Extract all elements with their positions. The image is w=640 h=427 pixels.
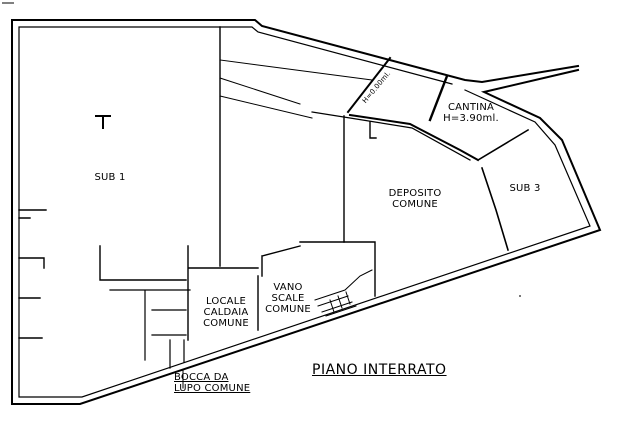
wall-locale bbox=[99, 245, 259, 341]
room-label-bocca: BOCCA DA LUPO COMUNE bbox=[174, 372, 251, 394]
wall-deposito bbox=[343, 115, 376, 297]
wall-cantina-div bbox=[428, 74, 449, 122]
room-label-locale: LOCALE CALDAIA COMUNE bbox=[203, 296, 249, 329]
room-label-cantina: CANTINA H=3.90ml. bbox=[443, 102, 499, 124]
room-label-sub3: SUB 3 bbox=[509, 183, 541, 194]
wall-cantina-inner bbox=[311, 111, 471, 161]
outer-wall-inner bbox=[18, 26, 591, 398]
wall-ramp-lines bbox=[219, 59, 373, 119]
wall-stairs-top bbox=[257, 241, 345, 331]
room-label-vano: VANO SCALE COMUNE bbox=[265, 282, 311, 315]
wall-stubs bbox=[18, 209, 47, 339]
room-label-deposito: DEPOSITO COMUNE bbox=[388, 188, 442, 210]
plan-title: PIANO INTERRATO bbox=[312, 362, 447, 378]
wall-markers bbox=[369, 121, 521, 297]
outer-wall bbox=[11, 19, 602, 405]
stairs bbox=[314, 269, 373, 317]
room-label-sub1: SUB 1 bbox=[94, 172, 126, 183]
wall-corridor bbox=[109, 289, 191, 369]
column-symbol bbox=[95, 115, 111, 129]
wall-cantina-diag bbox=[346, 56, 480, 162]
wall-sub3 bbox=[476, 128, 530, 251]
